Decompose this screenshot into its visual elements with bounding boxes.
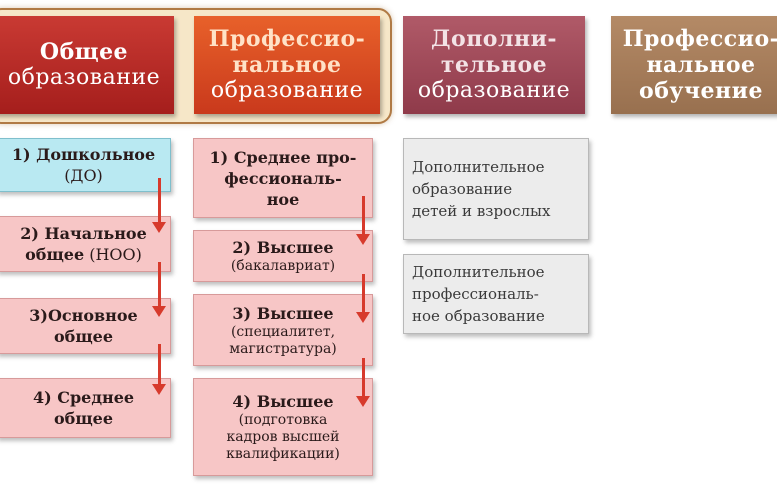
level-primary-general: 2) Начальное общее (НОО) — [0, 216, 171, 272]
additional-1-line2: образование — [412, 180, 513, 198]
level-basic-title: 3)Основное — [29, 306, 138, 325]
level-preschool-title: 1) Дошкольное — [11, 145, 156, 164]
level-secondary-general: 4) Среднее общее — [0, 378, 171, 438]
header-professional-line3: образование — [210, 78, 364, 103]
level-spo-title2: фессиональ- — [224, 168, 342, 188]
header-additional-line2: тельное — [440, 52, 548, 78]
arrow-general-1 — [152, 178, 166, 233]
header-professional-line1: Профессио- — [208, 26, 366, 52]
level-qualification-title: 4) Высшее — [232, 392, 334, 411]
header-general-education: Общее образование — [0, 16, 174, 114]
header-additional-education: Дополни- тельное образование — [403, 16, 585, 114]
header-training-line2: нальное — [646, 52, 756, 78]
level-qualification-sub: (подготовка — [238, 412, 328, 428]
additional-children-adults: Дополнительное образование детей и взрос… — [403, 138, 589, 240]
header-training-line3: обучение — [639, 78, 763, 104]
level-spo-title: 1) Среднее про- — [209, 147, 357, 167]
arrow-professional-1 — [356, 196, 370, 245]
additional-professional: Дополнительное профессиональ- ное образо… — [403, 254, 589, 334]
additional-1-line1: Дополнительное — [412, 158, 545, 176]
level-qualification-sub3: квалификации) — [226, 446, 340, 462]
arrow-professional-3 — [356, 358, 370, 407]
level-secondary-title: 4) Среднее — [32, 388, 135, 407]
level-higher-qualification: 4) Высшее (подготовка кадров высшей квал… — [193, 378, 373, 476]
additional-2-line2: профессиональ- — [412, 285, 539, 303]
level-master-title: 3) Высшее — [232, 303, 334, 323]
level-spo-title3: ное — [266, 189, 300, 209]
arrow-general-2 — [152, 262, 166, 317]
header-professional-education: Профессио- нальное образование — [194, 16, 380, 114]
level-qualification-sub2: кадров высшей — [226, 429, 340, 445]
header-training-line1: Профессио- — [622, 26, 777, 52]
level-master-sub2: магистратура) — [229, 340, 337, 357]
level-preschool-sub: (ДО) — [64, 166, 103, 185]
header-professional-line2: нальное — [232, 52, 342, 78]
additional-2-line1: Дополнительное — [412, 263, 545, 281]
arrow-general-3 — [152, 344, 166, 395]
header-additional-line3: образование — [417, 78, 571, 103]
additional-2-line3: ное образование — [412, 307, 545, 325]
header-additional-line1: Дополни- — [430, 26, 558, 52]
header-general-line1: Общее — [39, 39, 129, 65]
level-primary-sub: (НОО) — [89, 245, 142, 264]
additional-1-line3: детей и взрослых — [412, 202, 551, 220]
level-primary-title2: общее — [25, 245, 85, 264]
level-bachelor-sub: (бакалавриат) — [230, 258, 336, 274]
level-primary-title: 2) Начальное — [20, 224, 147, 243]
level-secondary-professional: 1) Среднее про- фессиональ- ное — [193, 138, 373, 218]
header-general-line2: образование — [7, 65, 161, 90]
header-professional-training: Профессио- нальное обучение — [611, 16, 777, 114]
level-secondary-title2: общее — [53, 409, 113, 428]
level-basic-general: 3)Основное общее — [0, 298, 171, 354]
level-higher-bachelor: 2) Высшее (бакалавриат) — [193, 230, 373, 282]
level-preschool: 1) Дошкольное (ДО) — [0, 138, 171, 192]
level-bachelor-title: 2) Высшее — [232, 238, 334, 257]
arrow-professional-2 — [356, 274, 370, 323]
level-master-sub: (специалитет, — [230, 323, 336, 340]
level-higher-specialist-master: 3) Высшее (специалитет, магистратура) — [193, 294, 373, 366]
level-basic-title2: общее — [53, 327, 113, 346]
